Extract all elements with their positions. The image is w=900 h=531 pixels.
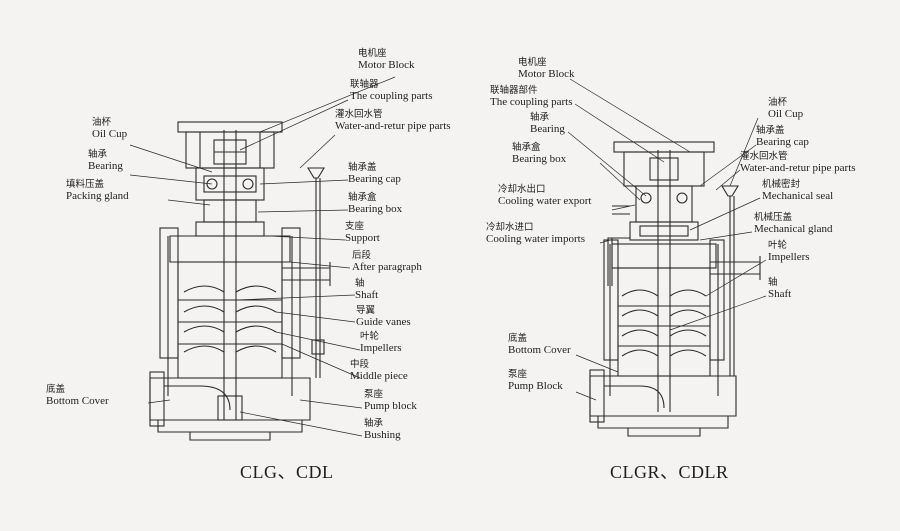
leader-lines [129, 76, 767, 437]
caption-right: CLGR、CDLR [610, 462, 729, 482]
caption-left: CLG、CDL [240, 462, 334, 482]
right-pump-drawing [589, 141, 761, 437]
left-pump-drawing [149, 121, 331, 441]
